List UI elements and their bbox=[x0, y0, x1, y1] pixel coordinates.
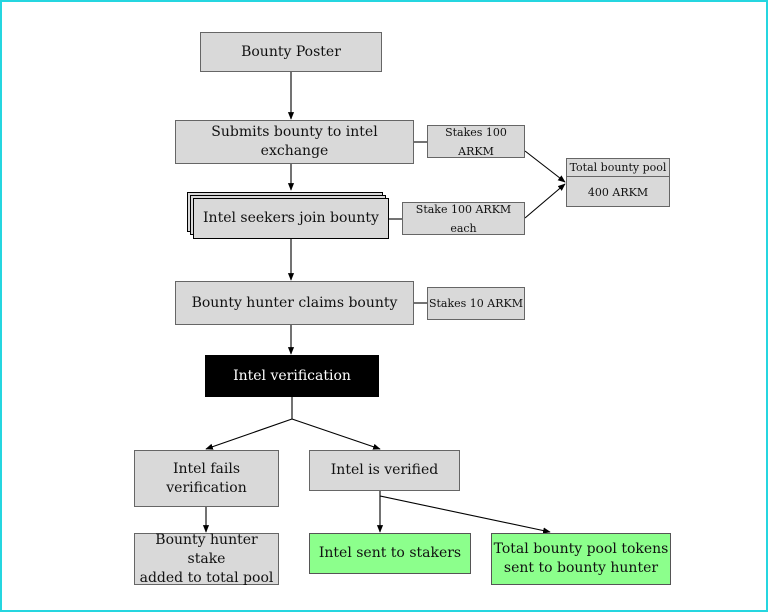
pool-title: Total bounty pool bbox=[567, 159, 669, 177]
total-bounty-pool-box: Total bounty pool 400 ARKM bbox=[566, 158, 670, 207]
node-intel-verified: Intel is verified bbox=[309, 450, 460, 491]
node-intel-sent-to-stakers: Intel sent to stakers bbox=[309, 533, 471, 574]
node-bounty-poster: Bounty Poster bbox=[200, 32, 382, 72]
arrow-split-to-fails bbox=[205, 418, 293, 450]
arrow-verified-to-pool-sent bbox=[379, 495, 551, 534]
node-stake-added-to-pool: Bounty hunter stake added to total pool bbox=[134, 532, 279, 586]
arrow-stake100each-to-pool bbox=[524, 183, 566, 219]
node-intel-verification: Intel verification bbox=[205, 355, 379, 397]
label-stake-100-arkm-each: Stake 100 ARKM each bbox=[402, 202, 525, 235]
node-intel-fails: Intel fails verification bbox=[134, 450, 279, 507]
node-intel-seekers-join: Intel seekers join bounty bbox=[193, 198, 389, 239]
pool-amount: 400 ARKM bbox=[587, 186, 649, 199]
arrow-stake100-to-pool bbox=[524, 150, 566, 183]
arrow-split-to-verified bbox=[291, 418, 381, 450]
node-hunter-claims: Bounty hunter claims bounty bbox=[175, 281, 414, 325]
label-stakes-10-arkm: Stakes 10 ARKM bbox=[427, 287, 525, 320]
label-stakes-100-arkm: Stakes 100 ARKM bbox=[427, 125, 525, 158]
node-submits-bounty: Submits bounty to intel exchange bbox=[175, 120, 414, 164]
node-pool-sent-to-hunter: Total bounty pool tokens sent to bounty … bbox=[491, 533, 671, 585]
